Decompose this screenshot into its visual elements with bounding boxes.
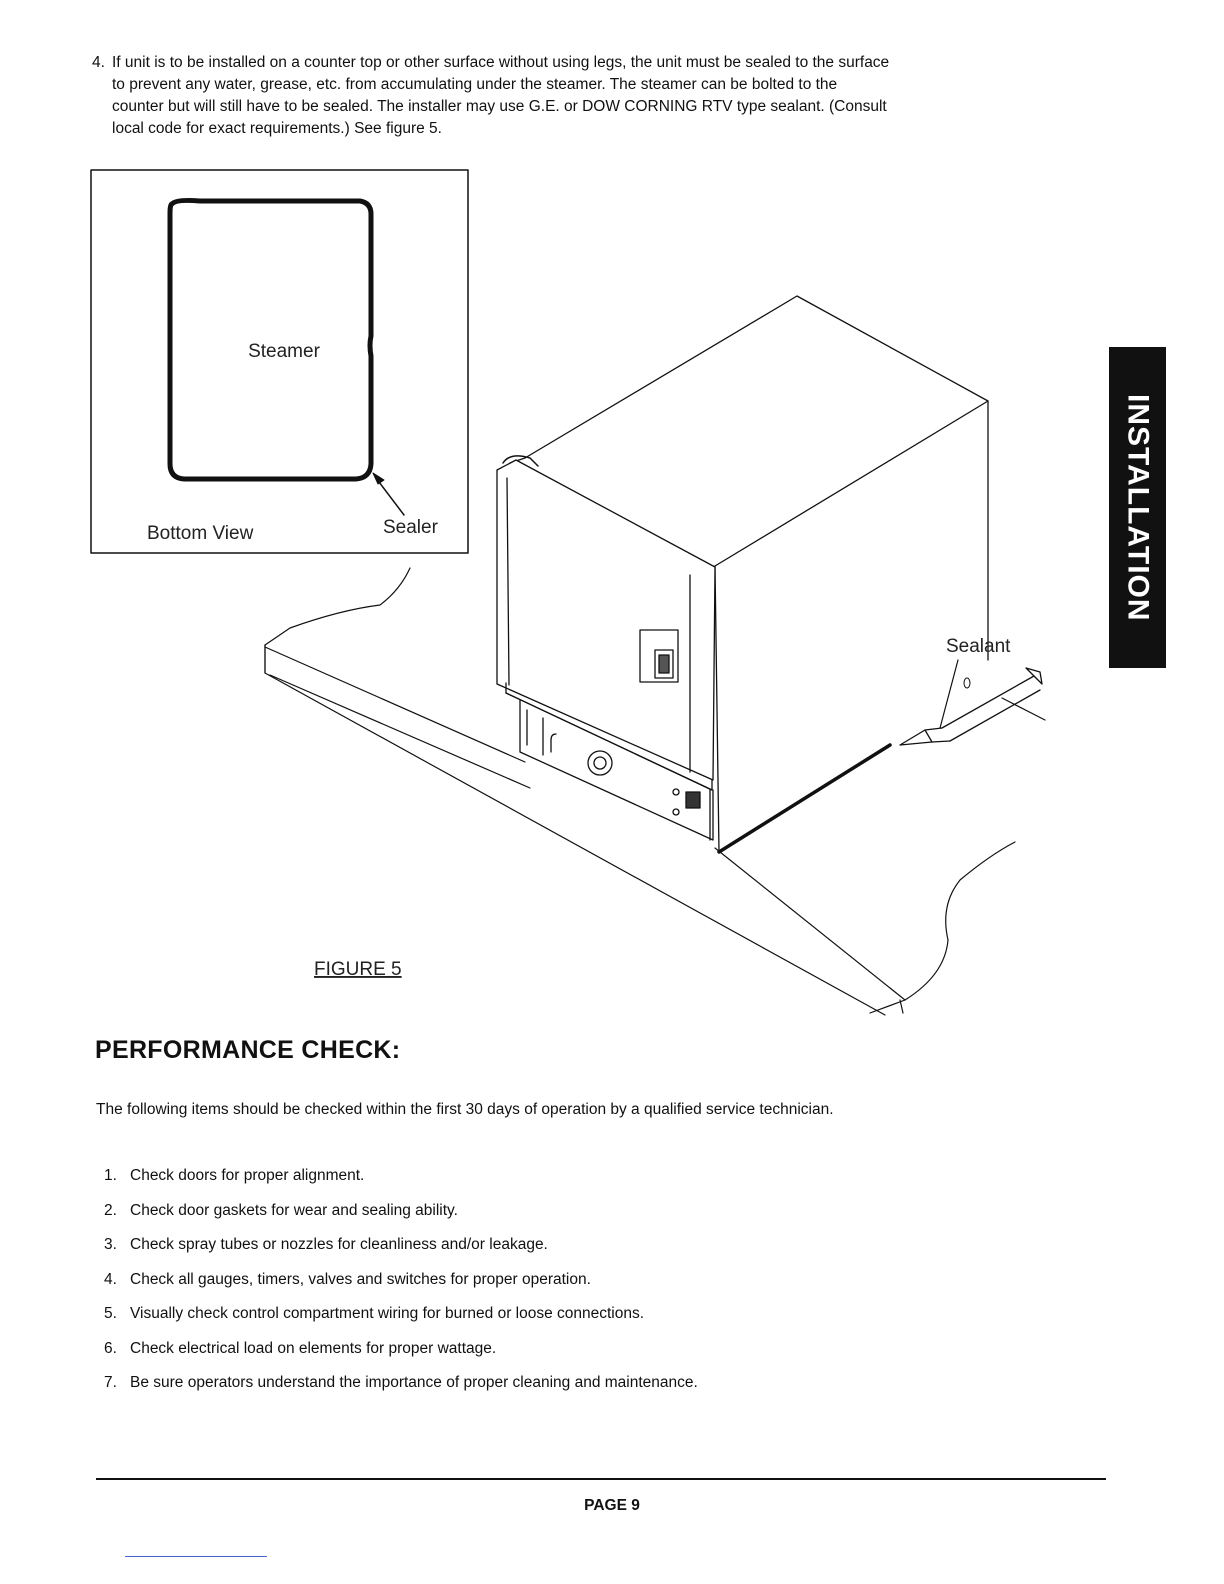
item-number: 1. xyxy=(104,1167,117,1184)
steamer-label: Steamer xyxy=(248,341,320,362)
item-text: Visually check control compartment wirin… xyxy=(130,1305,645,1322)
list-item: 7. Be sure operators understand the impor… xyxy=(104,1374,698,1409)
intro-line-2: to prevent any water, grease, etc. from … xyxy=(112,76,838,93)
intro-number: 4. xyxy=(92,54,105,71)
sealant-leader xyxy=(939,659,959,729)
list-item: 5. Visually check control compartment wir… xyxy=(104,1305,698,1340)
footer-rule xyxy=(96,1478,1106,1480)
bottom-view-label: Bottom View xyxy=(147,523,254,544)
list-item: 2. Check door gaskets for wear and sealin… xyxy=(104,1202,698,1237)
sealant-label: Sealant xyxy=(946,636,1011,657)
item-number: 6. xyxy=(104,1339,117,1357)
installation-side-tab: INSTALLATION xyxy=(1109,347,1166,668)
sealer-bead xyxy=(167,197,374,482)
sealer-label: Sealer xyxy=(383,517,439,538)
section-lead: The following items should be checked wi… xyxy=(96,1101,834,1118)
bottom-view-inset: Steamer Bottom View Sealer xyxy=(90,169,469,554)
sealer-arrow-head xyxy=(372,472,385,485)
list-item: 4. Check all gauges, timers, valves and s… xyxy=(104,1271,698,1306)
item-text: Check all gauges, timers, valves and swi… xyxy=(130,1270,591,1288)
side-tab-label: INSTALLATION xyxy=(1121,393,1155,622)
item-number: 5. xyxy=(104,1305,117,1322)
figure-caption: FIGURE 5 xyxy=(314,959,402,980)
scan-artifact-line xyxy=(125,1556,267,1557)
section-heading: PERFORMANCE CHECK: xyxy=(95,1036,401,1064)
item-number: 2. xyxy=(104,1201,117,1219)
intro-paragraph: 4. If unit is to be installed on a counte… xyxy=(92,52,1032,140)
counter-top xyxy=(264,567,1046,1016)
item-text: Check electrical load on elements for pr… xyxy=(130,1339,497,1357)
item-text: Check spray tubes or nozzles for cleanli… xyxy=(130,1236,548,1253)
figure-5-illustration: Steamer Bottom View Sealer xyxy=(90,169,1046,1016)
list-item: 1. Check doors for proper alignment. xyxy=(104,1167,698,1202)
item-number: 3. xyxy=(104,1236,117,1253)
intro-line-1: If unit is to be installed on a counter … xyxy=(112,54,890,71)
intro-line-3: counter but will still have to be sealed… xyxy=(112,98,887,115)
list-item: 6. Check electrical load on elements for … xyxy=(104,1340,698,1375)
steamer-cabinet xyxy=(496,295,989,854)
list-item: 3. Check spray tubes or nozzles for clean… xyxy=(104,1236,698,1271)
page-number: PAGE 9 xyxy=(584,1497,640,1514)
checklist: 1. Check doors for proper alignment. 2. Ch… xyxy=(104,1167,698,1409)
item-text: Check doors for proper alignment. xyxy=(130,1167,365,1184)
intro-line-4: local code for exact requirements.) See … xyxy=(112,120,442,137)
sealer-arrow xyxy=(375,477,405,516)
sealant-tube: Sealant xyxy=(899,636,1043,746)
item-text: Be sure operators understand the importa… xyxy=(130,1374,698,1391)
item-number: 7. xyxy=(104,1374,117,1391)
item-text: Check door gaskets for wear and sealing … xyxy=(130,1201,458,1219)
item-number: 4. xyxy=(104,1270,117,1288)
